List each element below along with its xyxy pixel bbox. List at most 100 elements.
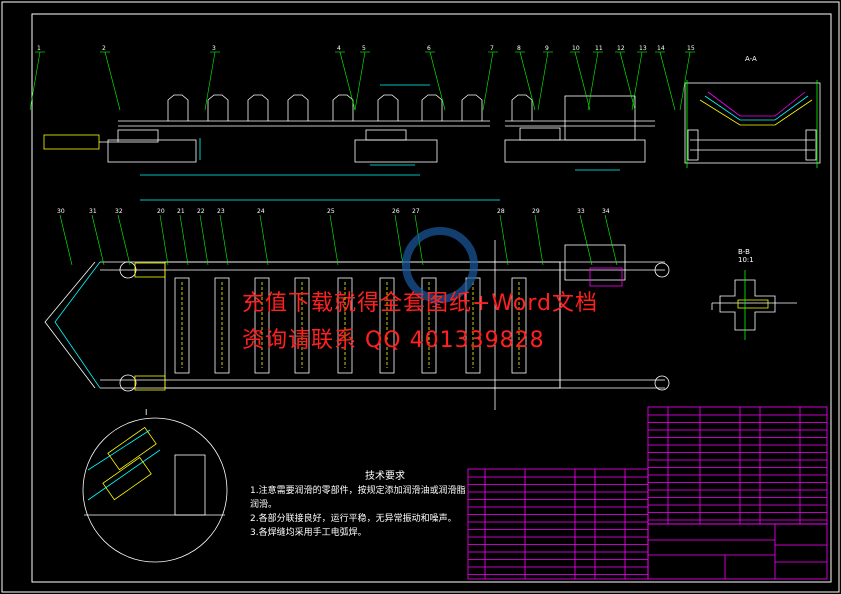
part-number: 32 — [115, 208, 123, 215]
part-number: 2 — [102, 45, 106, 52]
bucket — [332, 94, 354, 121]
leader-line — [179, 214, 189, 266]
tech-line-4: 3.各焊缝均采用手工电弧焊。 — [250, 528, 367, 538]
leader-line — [329, 214, 339, 266]
leader-line — [199, 214, 209, 266]
leader-line — [574, 51, 591, 111]
title-block — [647, 523, 828, 580]
part-number: 13 — [639, 45, 647, 52]
watermark-line-2: 资询请联系 QQ 401339828 — [242, 328, 545, 353]
scale-label-bb: 10:1 — [738, 256, 754, 264]
leader-line — [679, 51, 691, 111]
slat — [337, 277, 353, 374]
bom-upper — [647, 406, 828, 525]
part-number: 25 — [327, 208, 335, 215]
part-number: 27 — [412, 208, 420, 215]
technical-requirements: 技术要求 1.注意需要润滑的零部件，按规定添加润滑油或润滑脂 润滑。 2.各部分… — [250, 470, 480, 540]
plan-view — [44, 240, 670, 410]
leader-line — [204, 51, 216, 111]
watermark-logo — [402, 227, 478, 303]
leader-line — [619, 51, 636, 111]
part-number: 3 — [212, 45, 216, 52]
elevation-view — [43, 84, 655, 201]
leader-line — [117, 214, 131, 266]
part-number: 26 — [392, 208, 400, 215]
part-number: 23 — [217, 208, 225, 215]
part-number: 20 — [157, 208, 165, 215]
part-number: 7 — [490, 45, 494, 52]
part-number: 21 — [177, 208, 185, 215]
section-bb — [711, 270, 797, 340]
part-number: 12 — [617, 45, 625, 52]
leader-line — [604, 214, 618, 266]
leader-line — [159, 214, 169, 266]
tech-title: 技术要求 — [365, 471, 405, 482]
bucket — [377, 94, 399, 121]
part-number: 15 — [687, 45, 695, 52]
leader-line — [482, 51, 494, 111]
slat — [379, 277, 395, 374]
leader-line — [519, 51, 536, 111]
part-number: 14 — [657, 45, 665, 52]
leader-line — [631, 51, 643, 111]
detail-i — [82, 417, 228, 563]
part-number: 22 — [197, 208, 205, 215]
part-number: 33 — [577, 208, 585, 215]
bucket — [511, 94, 533, 121]
part-number: 9 — [545, 45, 549, 52]
section-aa — [684, 80, 821, 168]
leader-line — [579, 214, 593, 266]
part-number: 28 — [497, 208, 505, 215]
leader-line — [534, 214, 544, 266]
part-number: 10 — [572, 45, 580, 52]
slat — [174, 277, 190, 374]
part-number: 1 — [37, 45, 41, 52]
leader-line — [659, 51, 676, 111]
part-number: 11 — [595, 45, 603, 52]
part-number: 31 — [89, 208, 97, 215]
slat — [421, 277, 437, 374]
bucket — [207, 94, 229, 121]
part-number: 24 — [257, 208, 265, 215]
bucket — [421, 94, 443, 121]
slat — [511, 277, 527, 374]
leader-line — [259, 214, 269, 266]
slat — [254, 277, 270, 374]
leader-line — [354, 51, 366, 111]
watermark-line-1: 充值下载就得全套图纸+Word文档 — [242, 291, 598, 316]
leader-line — [429, 51, 446, 111]
bucket — [167, 94, 189, 121]
part-number: 6 — [427, 45, 431, 52]
part-number: 8 — [517, 45, 521, 52]
leader-line — [339, 51, 356, 111]
leader-line — [394, 214, 404, 266]
bucket — [247, 94, 269, 121]
leader-line — [219, 214, 229, 266]
tech-line-2: 润滑。 — [250, 500, 278, 510]
view-label-bb: B-B — [738, 248, 750, 256]
bucket — [461, 94, 483, 121]
leader-line — [499, 214, 509, 266]
leader-line — [91, 214, 105, 266]
leader-line — [587, 51, 599, 111]
slat — [294, 277, 310, 374]
part-number: 34 — [602, 208, 610, 215]
tech-line-1: 1.注意需要润滑的零部件，按规定添加润滑油或润滑脂 — [250, 486, 466, 496]
leader-line — [29, 51, 41, 111]
part-number: 5 — [362, 45, 366, 52]
view-label-aa: A-A — [745, 55, 757, 63]
inner-frame — [31, 13, 832, 583]
part-number: 4 — [337, 45, 341, 52]
tech-line-3: 2.各部分联接良好，运行平稳，无异常振动和噪声。 — [250, 514, 457, 524]
leader-line — [537, 51, 549, 111]
view-label-i: I — [145, 408, 148, 417]
bom-lower — [467, 468, 649, 580]
part-number: 30 — [57, 208, 65, 215]
leader-line — [59, 214, 73, 266]
slat — [214, 277, 230, 374]
leader-line — [104, 51, 121, 111]
